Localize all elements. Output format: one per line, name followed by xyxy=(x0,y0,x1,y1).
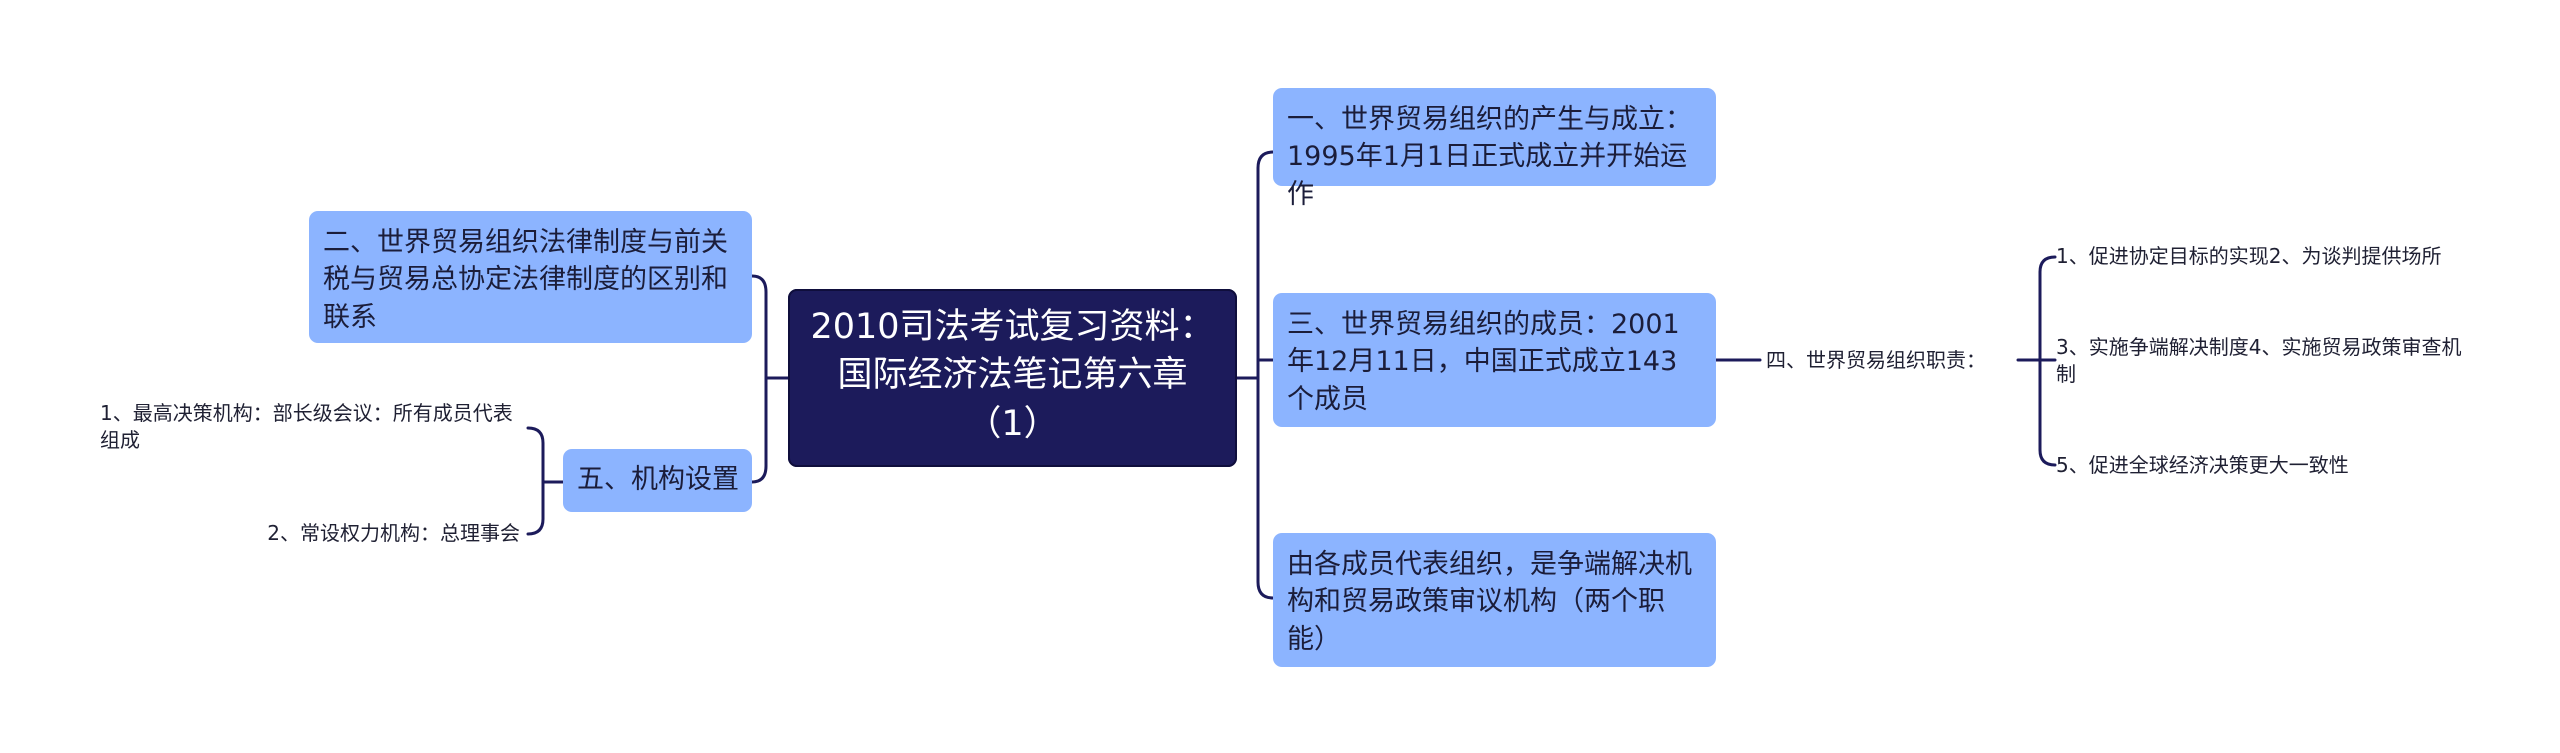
topic-dispute-body-text: 由各成员代表组织，是争端解决机构和贸易政策审议机构（两个职能） xyxy=(1287,549,1692,655)
root-topic[interactable]: 2010司法考试复习资料：国际经济法笔记第六章（1） xyxy=(788,289,1237,467)
structure-item[interactable]: 1、最高决策机构：部长级会议：所有成员代表组成 xyxy=(100,400,520,454)
duty-item[interactable]: 1、促进协定目标的实现2、为谈判提供场所 xyxy=(2056,243,2476,270)
connector-left-vertical xyxy=(750,274,768,484)
connector-structure-bracket xyxy=(526,426,545,536)
topic-wto-duties[interactable]: 四、世界贸易组织职责： xyxy=(1766,347,2016,374)
structure-item-text: 2、常设权力机构：总理事会 xyxy=(267,521,520,545)
connector-right-vertical xyxy=(1256,150,1275,600)
duty-item-text: 1、促进协定目标的实现2、为谈判提供场所 xyxy=(2056,244,2442,268)
topic-wto-founding[interactable]: 一、世界贸易组织的产生与成立：1995年1月1日正式成立并开始运作 xyxy=(1273,88,1716,210)
duty-item[interactable]: 5、促进全球经济决策更大一致性 xyxy=(2056,452,2476,479)
duty-item[interactable]: 3、实施争端解决制度4、实施贸易政策审查机制 xyxy=(2056,334,2476,388)
topic-dispute-body[interactable]: 由各成员代表组织，是争端解决机构和贸易政策审议机构（两个职能） xyxy=(1273,533,1716,667)
topic-wto-duties-text: 四、世界贸易组织职责： xyxy=(1766,348,1986,372)
topic-structure-text: 五、机构设置 xyxy=(577,464,739,495)
topic-wto-members[interactable]: 三、世界贸易组织的成员：2001年12月11日，中国正式成立143个成员 xyxy=(1273,293,1716,427)
root-title: 2010司法考试复习资料：国际经济法笔记第六章（1） xyxy=(810,307,1215,444)
duty-item-text: 5、促进全球经济决策更大一致性 xyxy=(2056,453,2349,477)
topic-legal-comparison-text: 二、世界贸易组织法律制度与前关税与贸易总协定法律制度的区别和联系 xyxy=(323,227,728,333)
topic-legal-comparison[interactable]: 二、世界贸易组织法律制度与前关税与贸易总协定法律制度的区别和联系 xyxy=(309,211,752,343)
topic-wto-founding-text: 一、世界贸易组织的产生与成立：1995年1月1日正式成立并开始运作 xyxy=(1287,104,1692,210)
topic-structure[interactable]: 五、机构设置 xyxy=(563,449,752,512)
topic-wto-members-text: 三、世界贸易组织的成员：2001年12月11日，中国正式成立143个成员 xyxy=(1287,309,1680,415)
duty-item-text: 3、实施争端解决制度4、实施贸易政策审查机制 xyxy=(2056,335,2462,386)
structure-item-text: 1、最高决策机构：部长级会议：所有成员代表组成 xyxy=(100,401,513,452)
structure-item[interactable]: 2、常设权力机构：总理事会 xyxy=(200,520,520,547)
